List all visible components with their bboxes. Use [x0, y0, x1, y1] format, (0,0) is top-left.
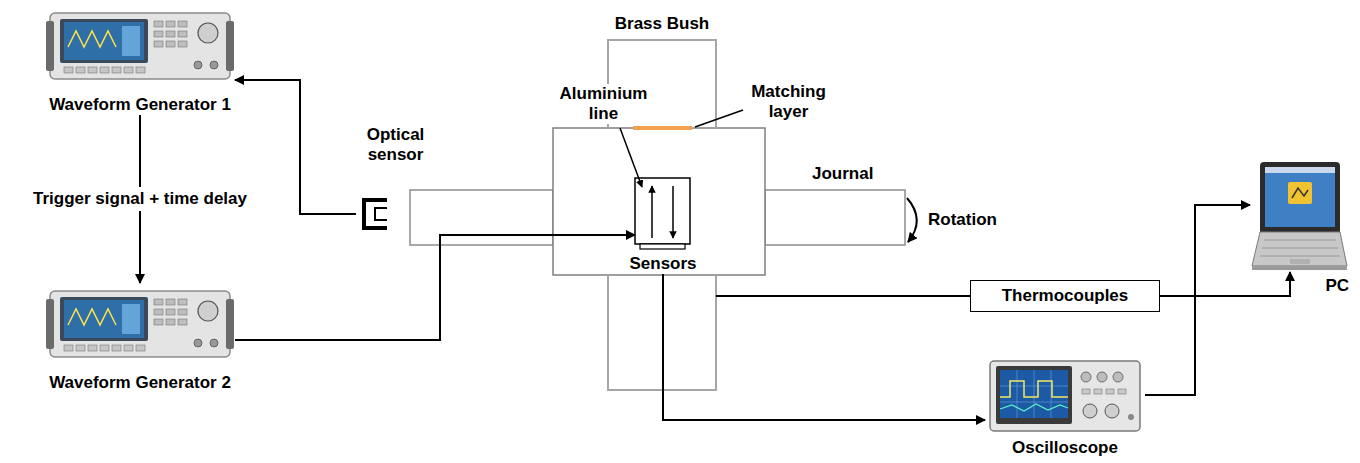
light-gate-symbol: [375, 208, 387, 220]
leader-line: [695, 110, 743, 127]
label-anchor: Aluminium line: [556, 84, 651, 124]
label-anchor: Rotation: [928, 210, 997, 230]
transducer-housing: [651, 186, 653, 238]
transducer-housing: [635, 178, 690, 244]
generator-pictures: [46, 13, 234, 357]
scope-icon: [1000, 370, 1068, 418]
shaft-and-block: [553, 128, 765, 275]
leader-line: [620, 128, 642, 187]
part-label: Journal: [812, 164, 873, 184]
scope-icon: [990, 361, 1140, 431]
signal-connector: [1160, 272, 1290, 296]
generator-unit: Waveform Generator 1: [45, 5, 235, 115]
signal-connector: [1145, 205, 1250, 395]
connectors: [140, 80, 1290, 420]
shaft-and-block: [410, 190, 553, 245]
node-caption: Brass Bush: [615, 14, 709, 34]
computer-unit: PC: [1250, 160, 1349, 272]
connector-label-anchor: Trigger signal + time delay: [29, 187, 251, 211]
transducer-housing: [640, 244, 685, 249]
light-gate-symbol: [364, 200, 387, 228]
scope-icon: [1105, 404, 1119, 418]
part-label: Rotation: [928, 210, 997, 230]
signal-connector: [663, 274, 985, 420]
laptop-icon: [1290, 259, 1310, 264]
laptop-icon: [1265, 167, 1335, 173]
label-anchor: Journal: [812, 164, 873, 184]
coating-strip: [633, 126, 692, 130]
scope-icon: [1000, 370, 1068, 418]
signal-connector: [235, 80, 356, 214]
scope-icon: [1000, 381, 1068, 397]
label-anchor: Matching layer: [746, 82, 831, 122]
laptop-icon: [1292, 188, 1308, 198]
part-label: Aluminium line: [556, 84, 651, 124]
node-caption: Waveform Generator 2: [49, 373, 231, 393]
node-caption: Thermocouples: [1002, 286, 1129, 306]
part-label: Matching layer: [746, 82, 831, 122]
node-caption: PC: [1250, 276, 1349, 296]
scope-icon: [1094, 389, 1102, 394]
light-gate-unit: Optical sensor: [356, 125, 435, 235]
scope-icon: [1106, 389, 1114, 394]
light-gate-symbol: [364, 200, 387, 228]
transducer-housing: [635, 178, 690, 249]
scope-icon: [1118, 389, 1126, 394]
node-caption: Waveform Generator 1: [49, 95, 231, 115]
laptop-icon: [1252, 162, 1347, 270]
spin-arrow: [907, 198, 917, 242]
node-caption: Optical sensor: [358, 125, 433, 165]
scope-icon: [996, 366, 1072, 424]
transducer-housing: [672, 186, 674, 238]
connector-label: Trigger signal + time delay: [29, 187, 251, 211]
transducer-unit: Sensors: [621, 174, 705, 274]
laptop-icon: [1288, 182, 1312, 204]
scope-unit: Oscilloscope: [985, 355, 1145, 458]
scope-icon: [1113, 372, 1123, 382]
shaft-and-block: [410, 128, 905, 275]
laptop-icon: [1260, 240, 1340, 256]
bush-unit: Brass BushSensors: [600, 14, 724, 392]
temperature-box: Thermocouples: [970, 280, 1160, 312]
scope-icon: [1097, 372, 1107, 382]
scope-icon: [1128, 414, 1134, 420]
signal-connector: [716, 295, 970, 297]
laptop-icon: [1265, 167, 1335, 227]
shaft-and-block: [765, 190, 905, 245]
signal-generator-icon: [46, 291, 234, 357]
laptop-icon: [1260, 162, 1340, 232]
scope-icon: [990, 361, 1140, 431]
node-caption: Oscilloscope: [1012, 438, 1118, 458]
scope-icon: [1082, 389, 1090, 394]
scope-icon: [1083, 404, 1097, 418]
laptop-icon: [1252, 266, 1347, 270]
signal-generator-icon: [46, 13, 234, 79]
scope-icon: [1081, 372, 1091, 382]
generator-unit: Waveform Generator 2: [45, 283, 235, 393]
scope-icon: [1000, 404, 1068, 411]
node-caption: Sensors: [629, 254, 696, 274]
signal-connector: [235, 235, 635, 340]
laptop-icon: [1252, 232, 1347, 266]
